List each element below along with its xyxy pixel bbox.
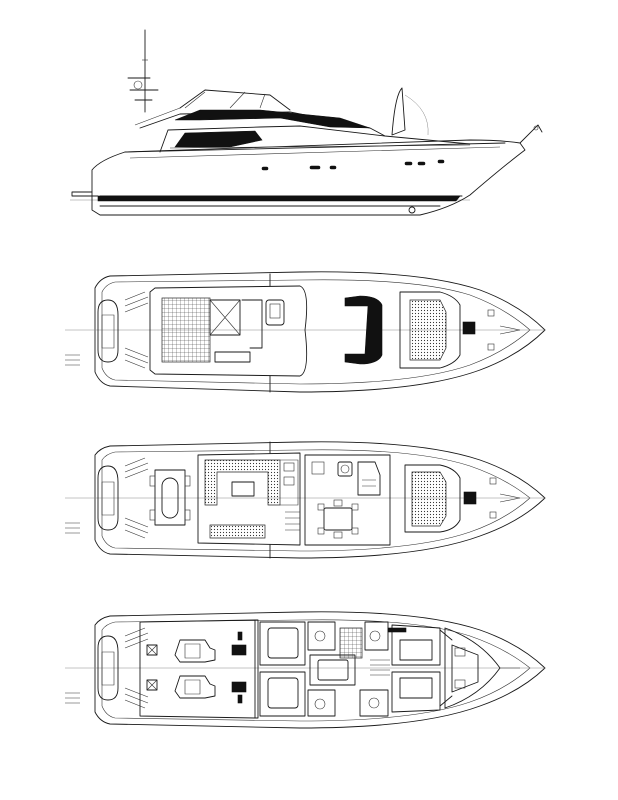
main-hull-outline — [94, 441, 546, 559]
lower-hull-outline — [94, 611, 546, 729]
side-profile-view — [70, 29, 543, 216]
hull-outline — [91, 139, 526, 216]
laundry-grid — [339, 627, 363, 659]
engine-port — [174, 639, 216, 663]
engine-starboard — [174, 675, 216, 699]
fly-console — [344, 295, 383, 365]
superstructure — [159, 125, 471, 153]
flybridge-deck-view — [65, 271, 546, 393]
saloon-sofa — [204, 459, 281, 506]
saloon-window — [174, 130, 263, 148]
lower-deck-view — [65, 611, 546, 729]
stabilizer-mark — [408, 206, 416, 214]
dining-table — [323, 507, 353, 531]
fly-lounge-grid — [161, 297, 211, 363]
boot-stripe — [97, 195, 461, 202]
main-deck-view — [65, 441, 546, 559]
cockpit-table — [154, 469, 186, 526]
